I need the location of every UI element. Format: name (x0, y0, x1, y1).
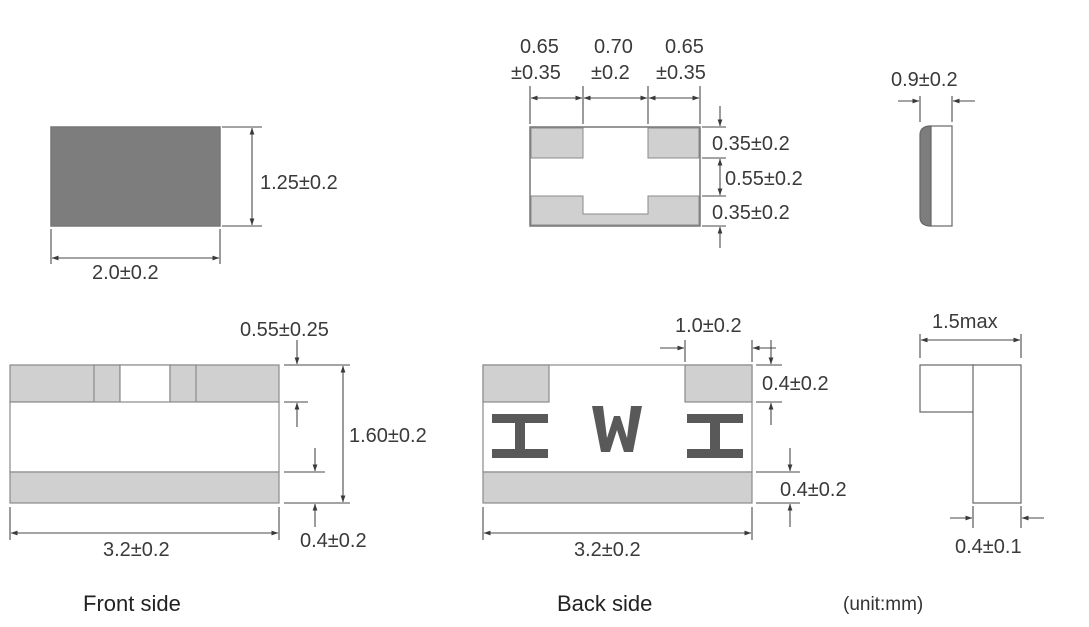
top-view-body (50, 126, 221, 227)
end-view-width-label: 0.9±0.2 (891, 69, 958, 91)
front-top-electrode-label: 0.55±0.25 (240, 319, 329, 341)
pad-view-height-dimensions: 0.35±0.2 0.55±0.2 0.35±0.2 (702, 106, 803, 248)
pad-width-2-value: 0.70 (594, 36, 633, 58)
back-pad-height-label: 0.4±0.2 (762, 373, 829, 395)
back-width-label: 3.2±0.2 (574, 539, 641, 561)
pad-view-width-dimensions: 0.65 ±0.35 0.70 ±0.2 0.65 ±0.35 (511, 36, 706, 124)
pad-width-1-value: 0.65 (520, 36, 559, 58)
side-view-dimensions: 1.5max 0.4±0.1 (919, 311, 1044, 558)
end-view-body (919, 125, 953, 227)
pad-view-body (529, 126, 701, 227)
marking-letter-w (592, 406, 642, 452)
back-view-dimensions: 1.0±0.2 0.4±0.2 0.4±0.2 3.2±0.2 (482, 315, 847, 561)
pad-width-3-tol: ±0.35 (656, 62, 706, 84)
top-view-width-label: 2.0±0.2 (92, 262, 159, 284)
top-view-height-dimension: 1.25±0.2 (222, 126, 338, 227)
front-side-caption: Front side (83, 591, 181, 616)
front-view-dimensions: 0.55±0.25 1.60±0.2 0.4±0.2 3.2±0.2 (9, 319, 427, 561)
back-side-caption: Back side (557, 591, 652, 616)
pad-height-1-label: 0.35±0.2 (712, 133, 790, 155)
unit-note: (unit:mm) (843, 594, 923, 615)
pad-height-3-label: 0.35±0.2 (712, 202, 790, 224)
front-width-label: 3.2±0.2 (103, 539, 170, 561)
end-view-width-dimension: 0.9±0.2 (891, 69, 975, 122)
back-bottom-label: 0.4±0.2 (780, 479, 847, 501)
marking-letter-h-right (687, 414, 743, 458)
back-pad-width-label: 1.0±0.2 (675, 315, 742, 337)
top-view-height-label: 1.25±0.2 (260, 172, 338, 194)
top-view-width-dimension: 2.0±0.2 (50, 229, 221, 284)
front-height-label: 1.60±0.2 (349, 425, 427, 447)
marking-letter-h-left (492, 414, 548, 458)
back-marking (492, 406, 743, 458)
pad-width-3-value: 0.65 (665, 36, 704, 58)
pad-width-1-tol: ±0.35 (511, 62, 561, 84)
pad-width-2-tol: ±0.2 (591, 62, 630, 84)
side-view-body (919, 364, 1022, 504)
side-width-label: 1.5max (932, 311, 998, 333)
side-thickness-label: 0.4±0.1 (955, 536, 1022, 558)
pad-height-2-label: 0.55±0.2 (725, 168, 803, 190)
front-bottom-label: 0.4±0.2 (300, 530, 367, 552)
front-view-body (9, 364, 280, 504)
